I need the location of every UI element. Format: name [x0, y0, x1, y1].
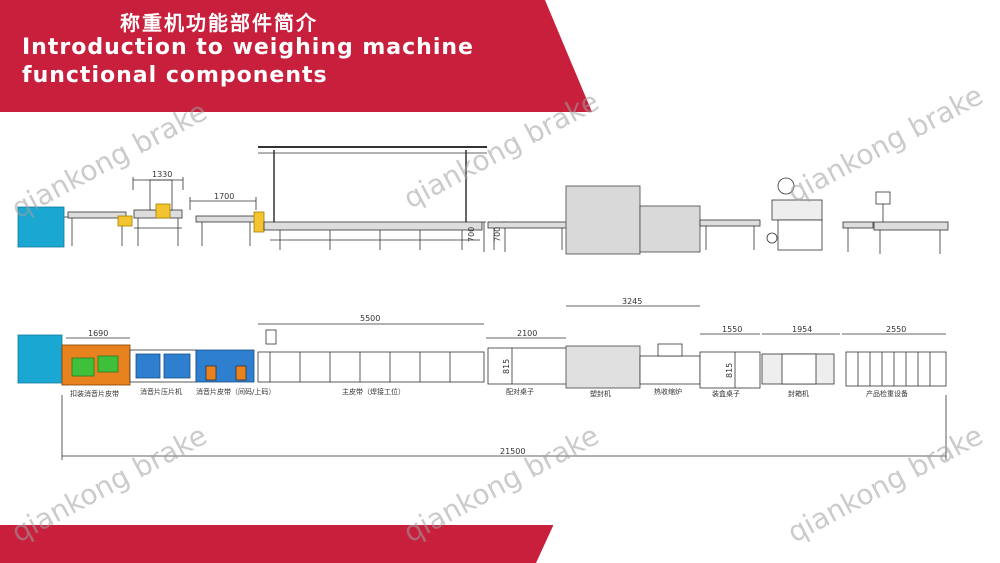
label-silencer-press: 消音片压片机 [140, 387, 182, 396]
title-chinese: 称重机功能部件简介 [120, 11, 318, 35]
dim-5500: 5500 [360, 314, 380, 323]
top-view [17, 305, 947, 460]
label-pairing-table: 配对桌子 [506, 387, 534, 396]
label-plastic-sealer: 塑封机 [590, 389, 611, 398]
footer-bar [0, 525, 553, 563]
label-shrink-oven: 热收缩炉 [654, 387, 682, 396]
label-case-sealer: 封箱机 [788, 389, 809, 398]
dim-1330: 1330 [152, 170, 172, 179]
dim-3245: 3245 [622, 297, 642, 306]
dim-815-b: 815 [725, 363, 734, 378]
label-silencer-belt-coding: 消音片皮带（间码/上码） [196, 387, 275, 396]
infeed-unit-side [17, 206, 65, 248]
dim-815-a: 815 [502, 359, 511, 374]
dim-700-b: 700 [493, 227, 502, 242]
title-english-line2: functional components [22, 63, 328, 88]
dim-total-21500: 21500 [500, 447, 525, 456]
dim-2100: 2100 [517, 329, 537, 338]
label-boxing-table: 装盒桌子 [712, 389, 740, 398]
label-checkweigher: 产品检重设备 [866, 389, 908, 398]
dim-1690: 1690 [88, 329, 108, 338]
side-view [17, 146, 949, 255]
dim-1954: 1954 [792, 325, 812, 334]
title-english-line1: Introduction to weighing machine [22, 35, 474, 60]
dim-2550: 2550 [886, 325, 906, 334]
label-main-belt: 主皮带（焊接工位） [342, 387, 405, 396]
label-silencer-belt: 扣装消音片皮带 [70, 389, 119, 398]
dim-700-a: 700 [467, 227, 476, 242]
infeed-unit-top [17, 334, 63, 384]
dim-1550: 1550 [722, 325, 742, 334]
dim-1700: 1700 [214, 192, 234, 201]
